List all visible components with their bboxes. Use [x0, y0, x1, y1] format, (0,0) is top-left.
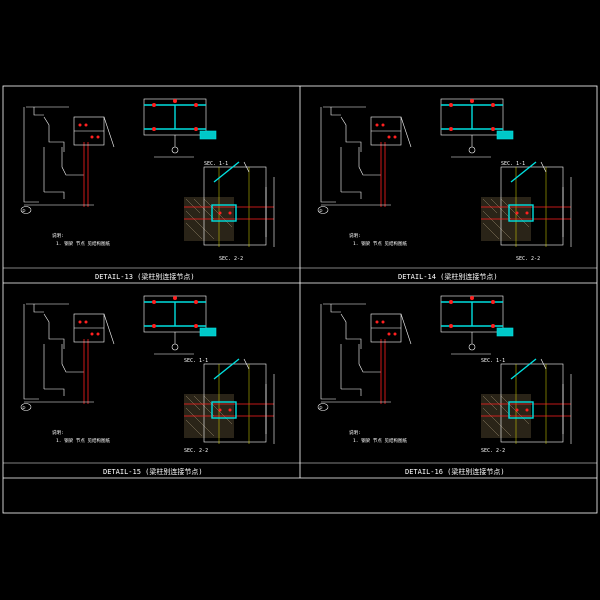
detail-14-note-title: 说明:	[349, 232, 361, 239]
detail-15-panel: SEC. 1-1 SEC. 2-2 说明: 1. 钢梁 节点 见结构图纸 ②	[20, 295, 275, 454]
detail-16-grid-mark: ②	[319, 405, 323, 410]
detail-14-note-line: 1. 钢梁 节点 见结构图纸	[353, 240, 408, 247]
detail-15-sec-2-label: SEC. 2-2	[184, 448, 208, 454]
detail-13-sec-2-label: SEC. 2-2	[219, 256, 243, 262]
detail-13-grid-mark: ②	[22, 208, 26, 213]
detail-15-grid-mark: ②	[22, 405, 26, 410]
detail-14-grid-mark: ②	[319, 208, 323, 213]
detail-16-panel: SEC. 1-1 SEC. 2-2 说明: 1. 钢梁 节点 见结构图纸 ②	[317, 295, 572, 454]
detail-16-note-line: 1. 钢梁 节点 见结构图纸	[353, 437, 408, 444]
detail-13-note-line: 1. 钢梁 节点 见结构图纸	[56, 240, 111, 247]
detail-13-caption: DETAIL-13 (梁柱别连接节点)	[95, 272, 195, 281]
detail-15-caption: DETAIL-15 (梁柱别连接节点)	[103, 467, 203, 476]
detail-13-note-title: 说明:	[52, 232, 64, 239]
detail-13-sec-1-label: SEC. 1-1	[204, 161, 228, 167]
detail-14-sec-1-label: SEC. 1-1	[501, 161, 525, 167]
detail-15-sec-1-label: SEC. 1-1	[184, 358, 208, 364]
detail-14-panel: SEC. 1-1 SEC. 2-2 说明: 1. 钢梁 节点 见结构图纸 ②	[317, 98, 572, 262]
detail-16-note-title: 说明:	[349, 429, 361, 436]
detail-16-caption: DETAIL-16 (梁柱别连接节点)	[405, 467, 505, 476]
detail-16-sec-2-label: SEC. 2-2	[481, 448, 505, 454]
detail-13-panel: SEC. 1-1 SEC. 2-2 说明: 1. 钢梁 节点 见结构图纸 ②	[20, 98, 275, 262]
detail-15-note-title: 说明:	[52, 429, 64, 436]
detail-15-note-line: 1. 钢梁 节点 见结构图纸	[56, 437, 111, 444]
detail-14-sec-2-label: SEC. 2-2	[516, 256, 540, 262]
detail-14-caption: DETAIL-14 (梁柱别连接节点)	[398, 272, 498, 281]
detail-16-sec-1-label: SEC. 1-1	[481, 358, 505, 364]
